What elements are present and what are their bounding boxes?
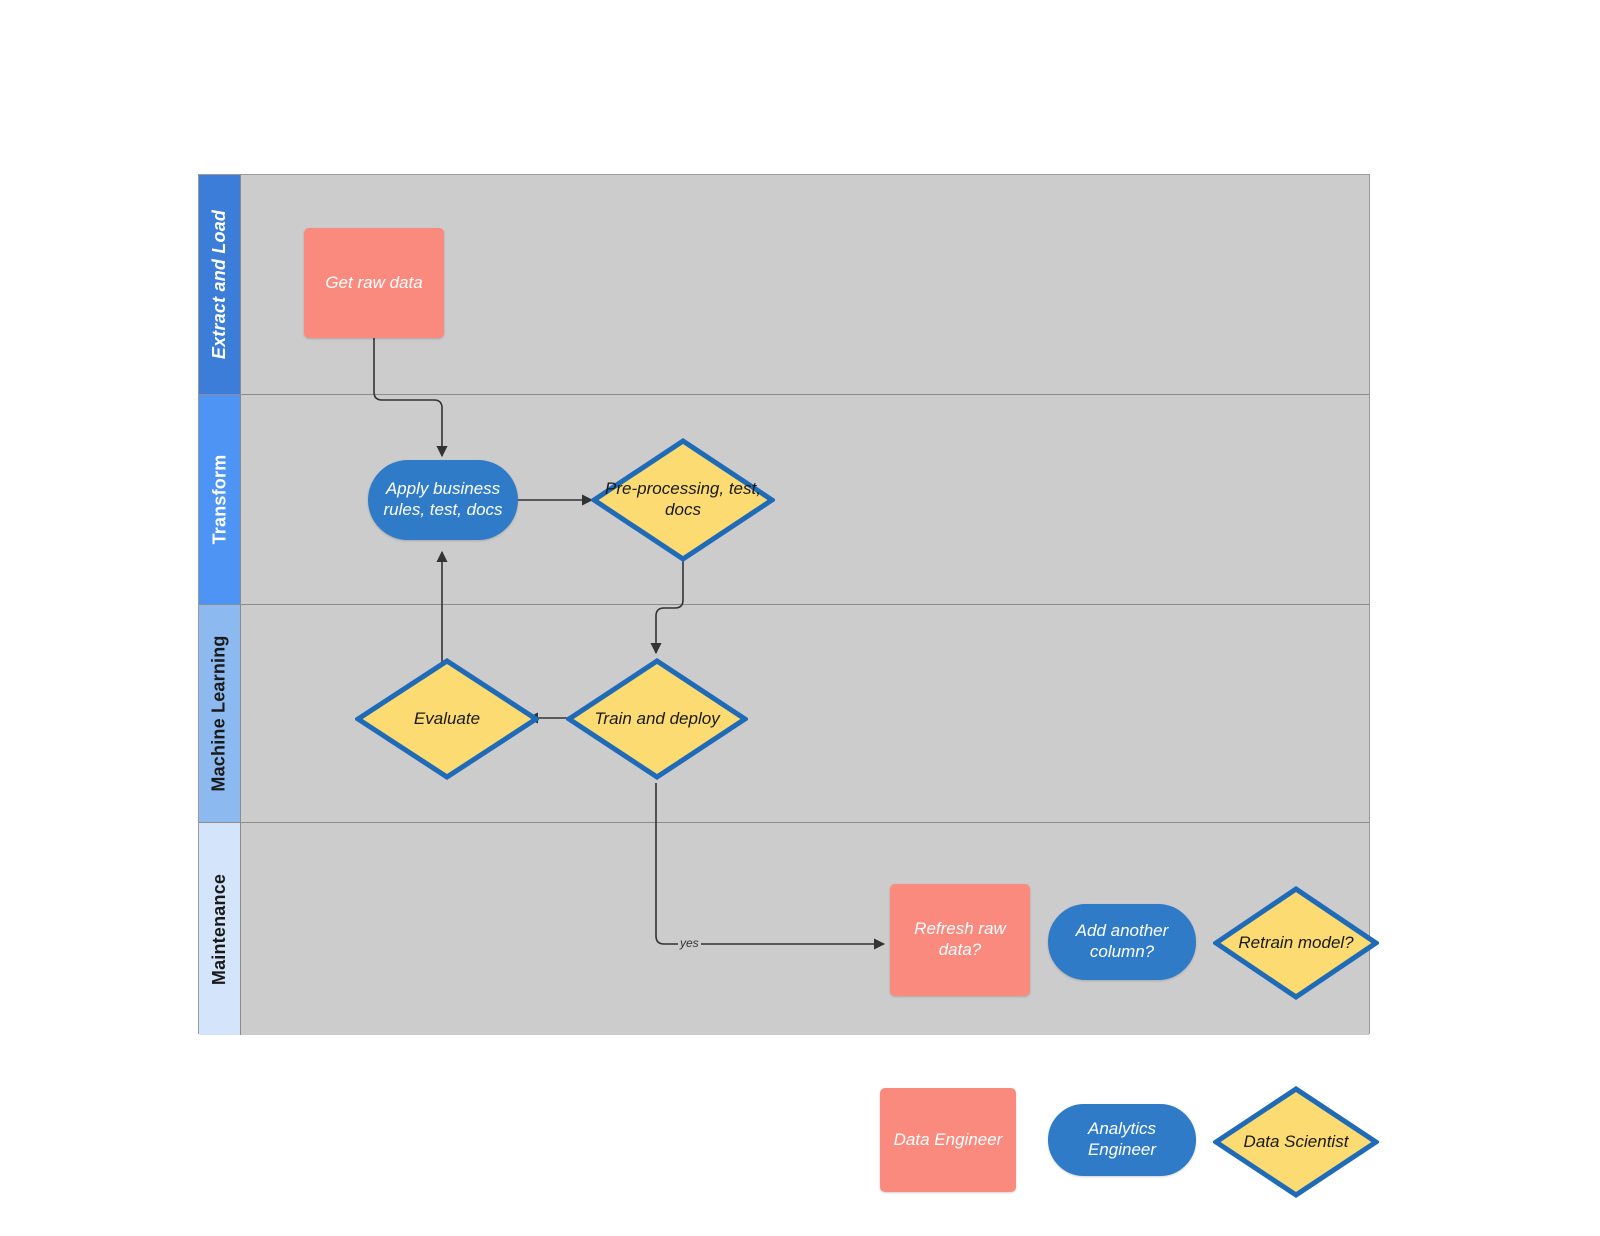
edge-label-yes: yes (678, 936, 701, 950)
node-get-raw-data[interactable]: Get raw data (304, 228, 444, 338)
node-label-apply-business-rules: Apply business rules, test, docs (383, 479, 503, 519)
diamond-shape-evaluate (355, 658, 539, 780)
lane-header-transform[interactable]: Transform (199, 395, 241, 604)
diamond-shape-data-scientist (1213, 1086, 1379, 1198)
node-label-evaluate: Evaluate (413, 708, 481, 728)
node-label-pre-processing: Pre-processing, test, docs (605, 479, 761, 519)
diamond-shape-train-and-deploy (566, 658, 748, 780)
node-label-refresh-raw-data: Refresh raw data? (914, 919, 1006, 959)
node-apply-business-rules[interactable]: Apply business rules, test, docs (368, 460, 518, 540)
lane-header-machine-learning[interactable]: Machine Learning (199, 605, 241, 822)
legend: Data Engineer Analytics Engineer Data Sc… (880, 1086, 1379, 1198)
legend-label-data-scientist: Data Scientist (1243, 1131, 1349, 1151)
legend-item-analytics-engineer[interactable]: Analytics Engineer (1048, 1104, 1196, 1176)
node-evaluate[interactable]: Evaluate (355, 658, 539, 780)
legend-label-analytics-engineer: Analytics Engineer (1087, 1119, 1157, 1159)
legend-item-data-scientist[interactable]: Data Scientist (1213, 1086, 1379, 1198)
node-train-and-deploy[interactable]: Train and deploy (566, 658, 748, 780)
lane-label-transform: Transform (209, 454, 230, 545)
node-refresh-raw-data[interactable]: Refresh raw data? (890, 884, 1030, 996)
lane-header-extract-and-load[interactable]: Extract and Load (199, 175, 241, 394)
node-label-retrain-model: Retrain model? (1238, 932, 1354, 952)
node-add-another-column[interactable]: Add another column? (1048, 904, 1196, 980)
lane-header-maintenance[interactable]: Maintenance (199, 823, 241, 1035)
node-retrain-model[interactable]: Retrain model? (1213, 886, 1379, 1000)
lane-label-machine-learning: Machine Learning (209, 635, 230, 792)
node-label-get-raw-data: Get raw data (325, 272, 423, 292)
node-label-add-another-column: Add another column? (1075, 921, 1169, 961)
legend-item-data-engineer[interactable]: Data Engineer (880, 1088, 1016, 1192)
node-label-train-and-deploy: Train and deploy (594, 708, 720, 728)
diamond-shape-retrain-model (1213, 886, 1379, 1000)
lane-body-maintenance (241, 823, 1369, 1035)
legend-label-data-engineer: Data Engineer (893, 1129, 1003, 1149)
lane-label-maintenance: Maintenance (209, 873, 230, 985)
lane-label-extract-and-load: Extract and Load (209, 209, 230, 360)
node-pre-processing[interactable]: Pre-processing, test, docs (591, 438, 775, 562)
